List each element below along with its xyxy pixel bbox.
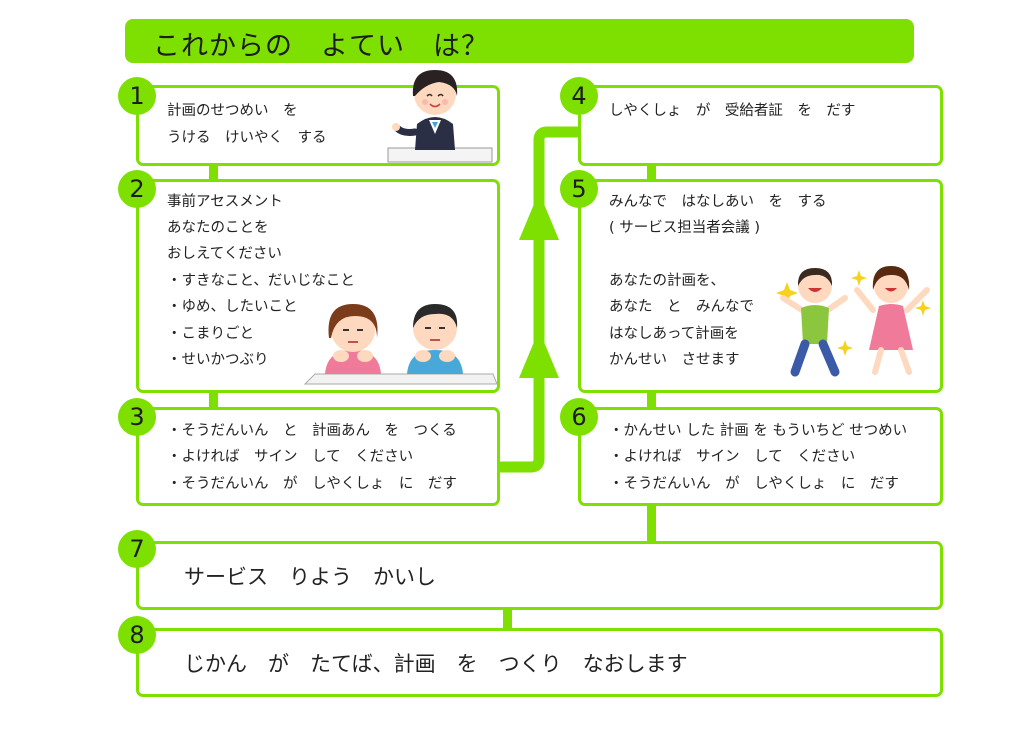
connector-5-6 (647, 391, 656, 409)
step-8-text: じかん が たてば、計画 を つくり なおします (184, 652, 688, 676)
connector-4-5 (647, 164, 656, 182)
step-5-line-7: かんせい させます (609, 352, 740, 368)
step-number-6: 6 (560, 398, 598, 436)
step-5-line-4: あなたの計画を、 (609, 273, 725, 289)
step-box-7 (136, 541, 943, 610)
two-jumping-kids-illustration (776, 266, 931, 377)
staff-woman-illustration (387, 70, 493, 163)
step-2-line-1: 事前アセスメント (167, 194, 283, 210)
step-3-line-1: ・そうだんいん と 計画あん を つくる (167, 423, 457, 439)
step-6-line-2: ・よければ サイン して ください (609, 449, 856, 465)
title-bar: これからの よてい は？ (125, 19, 914, 63)
step-number-8: 8 (118, 616, 156, 654)
step-box-8 (136, 628, 943, 697)
step-box-3 (136, 407, 500, 506)
step-box-4 (578, 85, 943, 166)
step-2-line-4: ・すきなこと、だいじなこと (167, 273, 355, 289)
step-3-line-3: ・そうだんいん が しやくしょ に だす (167, 476, 457, 492)
step-5-line-6: はなしあって計画を (609, 326, 739, 342)
step-number-3: 3 (118, 398, 156, 436)
step-box-6 (578, 407, 943, 506)
step-5-line-2: ( サービス担当者会議 ) (609, 220, 761, 236)
step-3-line-2: ・よければ サイン して ください (167, 449, 414, 465)
page-title: これからの よてい は？ (153, 31, 489, 62)
step-number-1: 1 (118, 77, 156, 115)
step-number-7: 7 (118, 530, 156, 568)
step-number-5: 5 (560, 170, 598, 208)
step-2-line-5: ・ゆめ、したいこと (167, 299, 298, 315)
step-5-line-5: あなた と みんなで (609, 299, 754, 315)
connector-6-7 (647, 504, 656, 544)
step-4-line-1: しやくしょ が 受給者証 を だす (609, 103, 856, 119)
step-1-line-2: うける けいやく する (167, 130, 327, 146)
step-2-line-7: ・せいかつぶり (167, 352, 269, 368)
step-2-line-3: おしえてください (167, 246, 282, 262)
step-number-4: 4 (560, 77, 598, 115)
step-1-line-1: 計画のせつめい を (167, 103, 298, 119)
step-6-line-3: ・そうだんいん が しやくしょ に だす (609, 476, 899, 492)
step-2-line-6: ・こまりごと (167, 326, 254, 342)
connector-7-8 (503, 607, 512, 631)
step-6-line-1: ・かんせい した 計画 を もういちど せつめい (609, 423, 908, 439)
connector-1-2 (209, 164, 218, 182)
two-thinking-kids-illustration (303, 304, 498, 385)
step-5-line-1: みんなで はなしあい を する (609, 194, 827, 210)
step-7-text: サービス りよう かいし (184, 565, 436, 589)
step-2-line-2: あなたのことを (167, 220, 269, 236)
connector-2-3 (209, 391, 218, 409)
step-number-2: 2 (118, 170, 156, 208)
flow-arrow (500, 126, 583, 473)
